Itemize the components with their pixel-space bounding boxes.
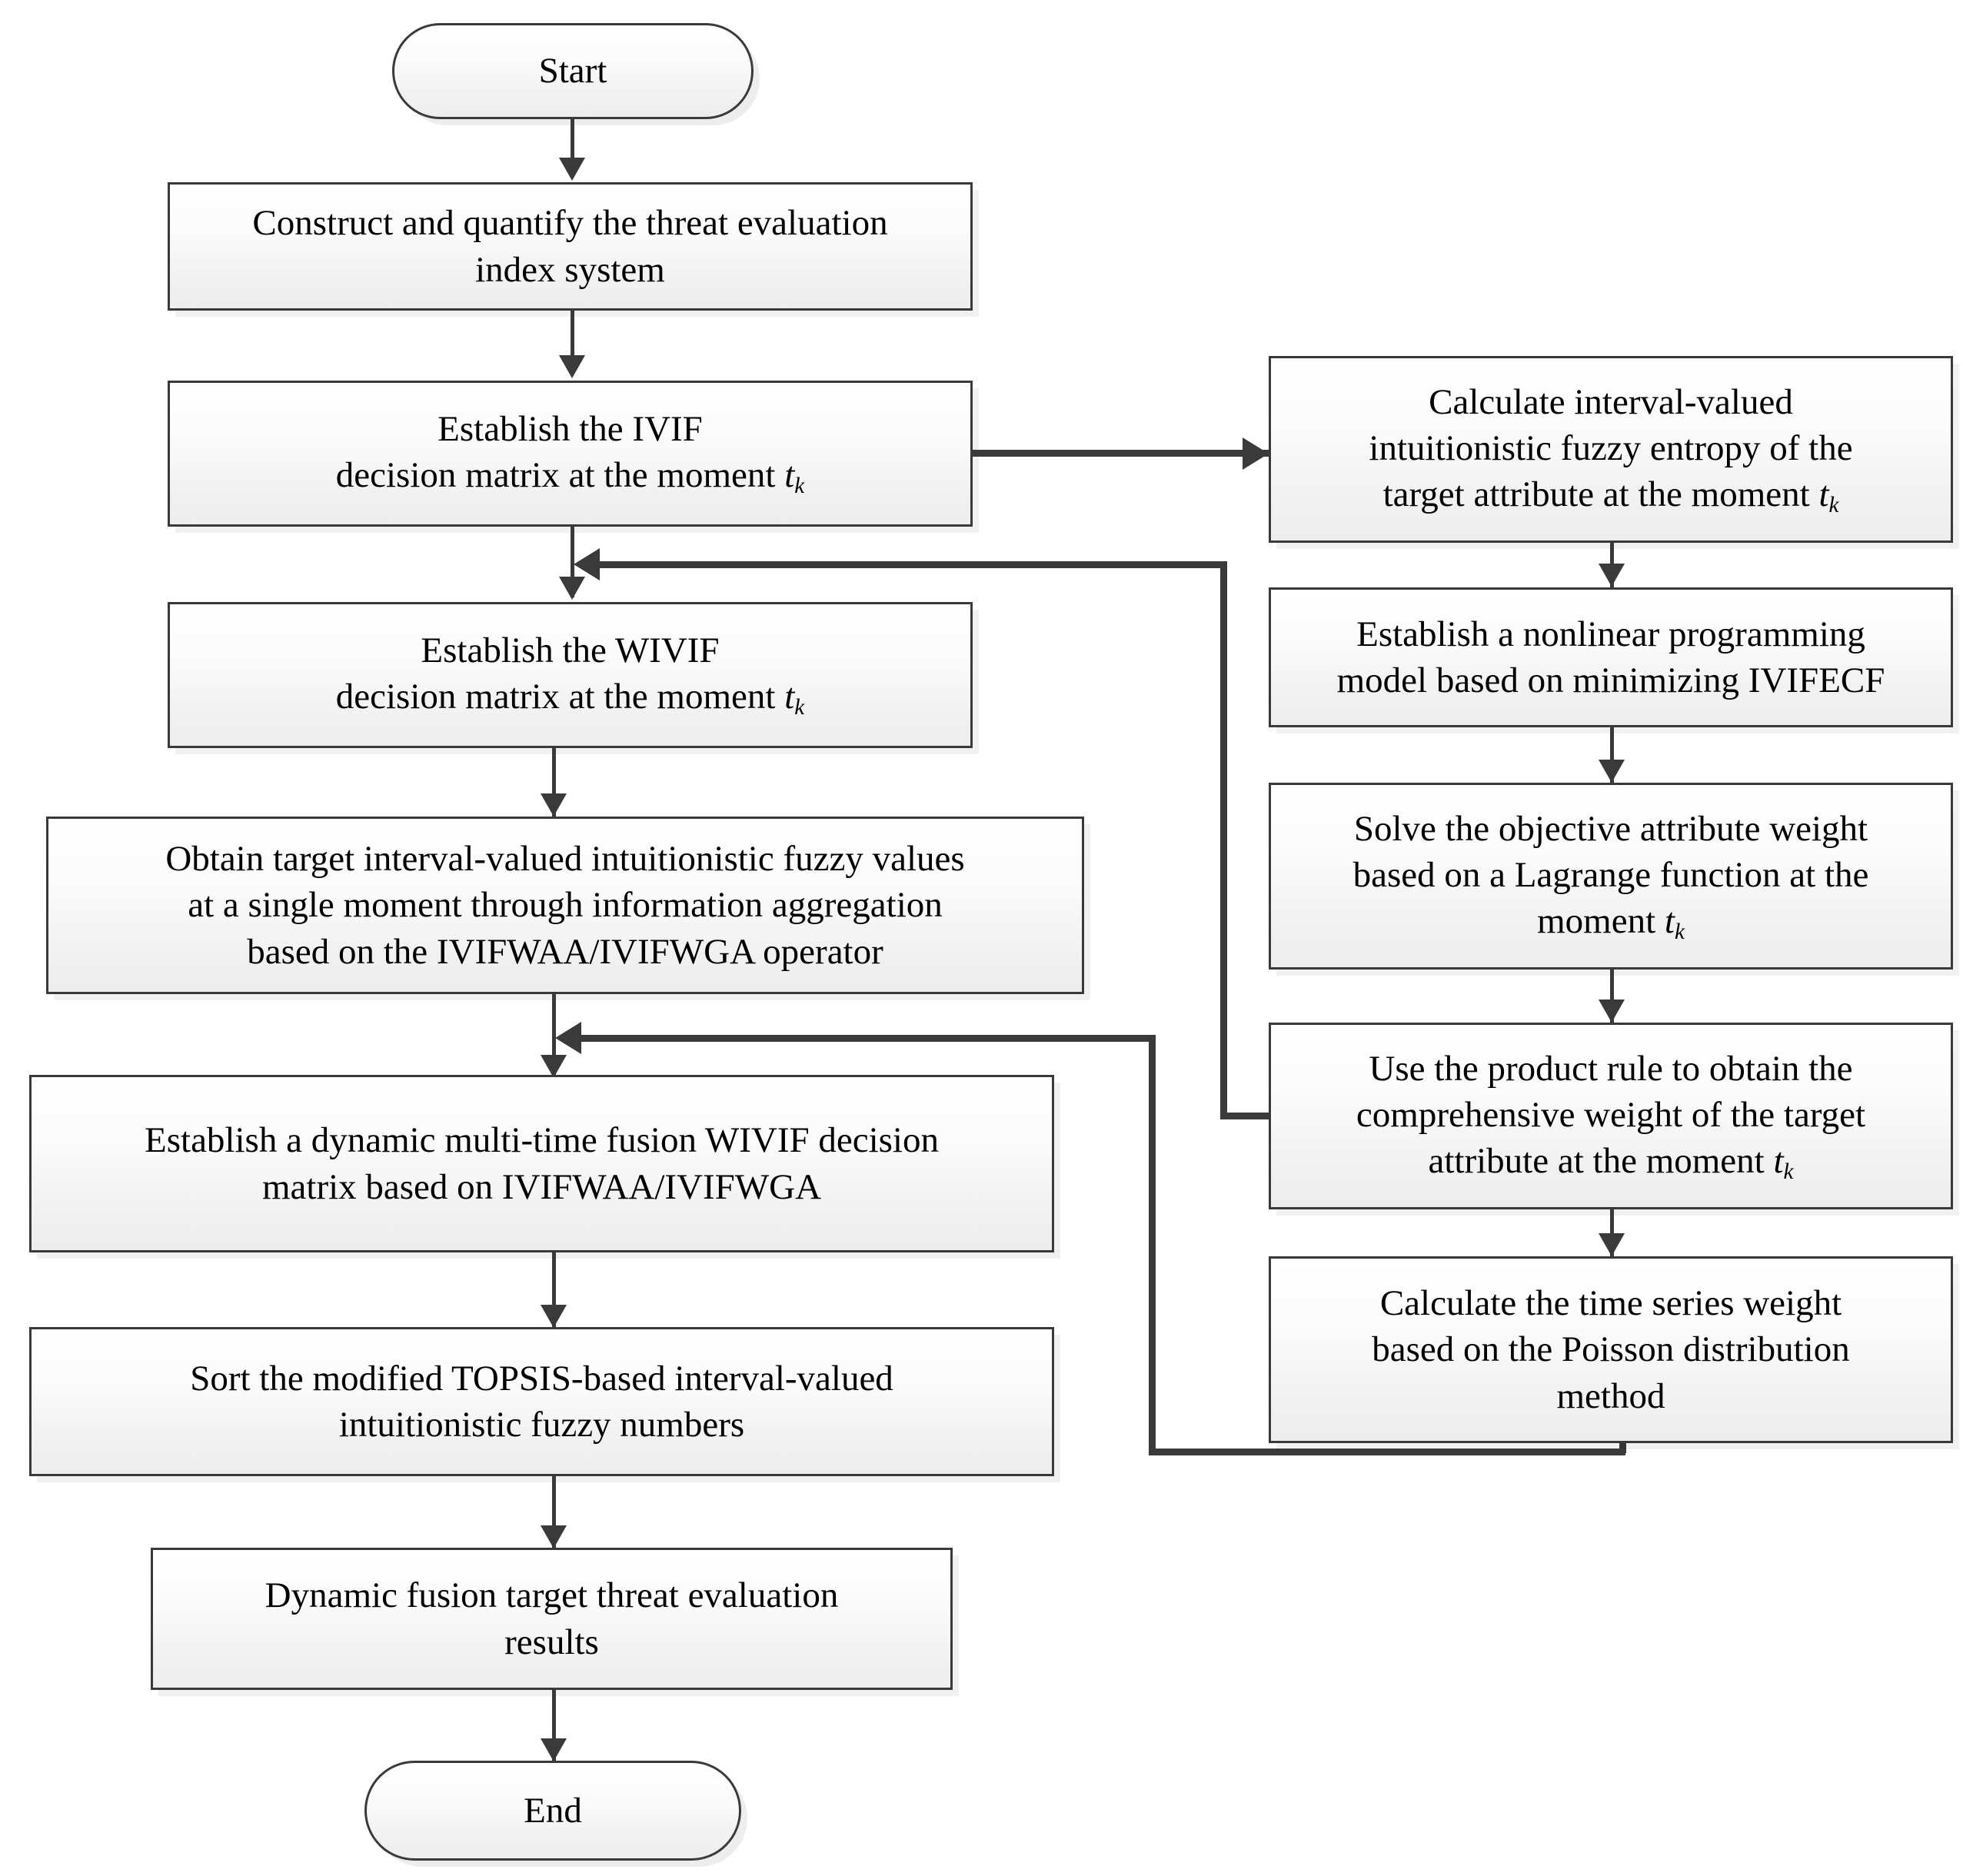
edge-results-to-end-arrowhead <box>541 1738 567 1761</box>
node-obtain-target-values-line3: based on the IVIFWAA/IVIFWGA operator <box>247 931 883 972</box>
node-product-rule-line3-prefix: attribute at the moment <box>1428 1140 1774 1181</box>
node-evaluation-results-line1: Dynamic fusion target threat evaluation <box>265 1575 839 1616</box>
node-calc-entropy-line3: target attribute at the moment tk <box>1282 471 1940 520</box>
edge-fusion-to-sort-line <box>552 1252 556 1329</box>
node-ivif-matrix[interactable]: Establish the IVIF decision matrix at th… <box>168 381 973 527</box>
edge-start-to-construct-line <box>571 119 574 159</box>
node-obtain-target-values-line1: Obtain target interval-valued intuitioni… <box>165 839 965 880</box>
edge-product-to-timeseries-arrowhead <box>1599 1233 1625 1256</box>
tk-symbol: t <box>1818 474 1829 514</box>
tk-subscript: k <box>1674 920 1685 945</box>
node-calc-entropy-line3-prefix: target attribute at the moment <box>1382 474 1819 514</box>
node-evaluation-results[interactable]: Dynamic fusion target threat evaluation … <box>151 1548 953 1690</box>
node-calc-entropy-subscript: tk <box>1818 474 1839 518</box>
node-sort-topsis[interactable]: Sort the modified TOPSIS-based interval-… <box>29 1327 1054 1476</box>
node-time-series-weight-line3: method <box>1556 1375 1665 1416</box>
node-solve-weight-line3: moment tk <box>1282 898 1940 946</box>
edge-nonlinear-to-solve-line <box>1610 727 1614 783</box>
edge-construct-to-ivif-arrowhead <box>559 355 585 378</box>
node-end[interactable]: End <box>364 1761 741 1861</box>
edge-ivif-to-entropy-arrowhead <box>1243 437 1269 470</box>
node-ivif-matrix-line1: Establish the IVIF <box>438 409 703 450</box>
node-construct-index-line1: Construct and quantify the threat evalua… <box>252 203 888 244</box>
node-construct-index[interactable]: Construct and quantify the threat evalua… <box>168 182 973 311</box>
node-start-label: Start <box>538 51 607 91</box>
edge-sort-to-results-arrowhead <box>541 1525 567 1548</box>
tk-symbol: t <box>1664 900 1675 941</box>
node-sort-topsis-line1: Sort the modified TOPSIS-based interval-… <box>190 1358 893 1399</box>
node-sort-topsis-line2: intuitionistic fuzzy numbers <box>338 1405 745 1445</box>
tk-subscript: k <box>794 474 805 499</box>
node-time-series-weight-line1: Calculate the time series weight <box>1379 1283 1842 1324</box>
edge-nonlinear-to-solve-arrowhead <box>1599 760 1625 783</box>
edge-solve-to-product-line <box>1610 970 1614 1023</box>
node-evaluation-results-line2: results <box>504 1622 599 1662</box>
node-product-rule-subscript: tk <box>1773 1140 1794 1185</box>
node-solve-weight-line2: based on a Lagrange function at the <box>1352 854 1869 895</box>
node-product-rule-line1: Use the product rule to obtain the <box>1369 1048 1853 1089</box>
edge-obtain-to-fusion-line <box>552 994 556 1079</box>
node-wivif-matrix-line2: decision matrix at the moment tk <box>181 674 960 722</box>
node-wivif-matrix-subscript: tk <box>784 677 805 720</box>
node-time-series-weight[interactable]: Calculate the time series weight based o… <box>1269 1256 1953 1443</box>
node-wivif-matrix-line1: Establish the WIVIF <box>421 630 720 671</box>
node-ivif-matrix-line2: decision matrix at the moment tk <box>181 452 960 501</box>
tk-symbol: t <box>784 455 795 496</box>
node-construct-index-line2: index system <box>475 249 665 290</box>
edge-ivif-to-entropy-line <box>973 450 1269 457</box>
node-nonlinear-model-line2: model based on minimizing IVIFECF <box>1336 660 1885 700</box>
node-dynamic-fusion-matrix[interactable]: Establish a dynamic multi-time fusion WI… <box>29 1075 1054 1252</box>
edge-results-to-end-line <box>552 1690 556 1764</box>
node-product-rule[interactable]: Use the product rule to obtain the compr… <box>1269 1023 1953 1209</box>
node-solve-weight-line3-prefix: moment <box>1537 900 1665 941</box>
edge-timeseries-to-fusion-arrowhead <box>555 1022 581 1054</box>
node-wivif-matrix-line2-prefix: decision matrix at the moment <box>335 677 785 717</box>
node-nonlinear-model[interactable]: Establish a nonlinear programming model … <box>1269 587 1953 727</box>
node-time-series-weight-line2: based on the Poisson distribution <box>1372 1329 1850 1370</box>
node-solve-weight-line1: Solve the objective attribute weight <box>1353 808 1868 849</box>
edge-ivif-to-wivif-arrowhead <box>559 577 585 600</box>
node-product-rule-line3: attribute at the moment tk <box>1282 1138 1940 1186</box>
edge-wivif-to-obtain-line <box>552 748 556 819</box>
edge-entropy-to-nonlinear-arrowhead <box>1599 564 1625 587</box>
tk-subscript: k <box>1828 493 1839 518</box>
edge-wivif-to-obtain-arrowhead <box>541 793 567 817</box>
node-solve-weight-subscript: tk <box>1664 900 1685 945</box>
tk-subscript: k <box>1783 1159 1794 1185</box>
tk-symbol: t <box>1773 1140 1784 1181</box>
edge-product-to-wivif-hline <box>597 561 1227 568</box>
edge-ivif-to-wivif-line <box>571 527 574 597</box>
node-product-rule-line2: comprehensive weight of the target <box>1356 1094 1866 1135</box>
node-end-label: End <box>524 1790 582 1831</box>
node-dynamic-fusion-matrix-line2: matrix based on IVIFWAA/IVIFWGA <box>261 1166 822 1207</box>
node-obtain-target-values[interactable]: Obtain target interval-valued intuitioni… <box>46 817 1084 994</box>
edge-timeseries-to-fusion-vline <box>1149 1035 1156 1455</box>
node-calc-entropy-line1: Calculate interval-valued <box>1429 381 1793 422</box>
tk-symbol: t <box>784 677 795 717</box>
edge-fusion-to-sort-arrowhead <box>541 1305 567 1328</box>
edge-timeseries-to-fusion-bottom <box>1149 1449 1625 1455</box>
node-dynamic-fusion-matrix-line1: Establish a dynamic multi-time fusion WI… <box>145 1120 939 1161</box>
edge-product-to-wivif-arrowhead <box>574 548 600 580</box>
edge-product-to-wivif-vline <box>1220 561 1227 1116</box>
edge-sort-to-results-line <box>552 1476 556 1550</box>
edge-obtain-to-fusion-arrowhead <box>541 1055 567 1078</box>
node-obtain-target-values-line2: at a single moment through information a… <box>188 885 943 926</box>
node-solve-weight[interactable]: Solve the objective attribute weight bas… <box>1269 783 1953 970</box>
edge-timeseries-to-fusion-hline <box>578 1035 1155 1042</box>
node-start[interactable]: Start <box>392 23 754 119</box>
edge-solve-to-product-arrowhead <box>1599 1000 1625 1023</box>
edge-product-to-wivif-stub <box>1220 1113 1282 1119</box>
tk-subscript: k <box>794 695 805 720</box>
node-nonlinear-model-line1: Establish a nonlinear programming <box>1356 614 1865 654</box>
node-calc-entropy[interactable]: Calculate interval-valued intuitionistic… <box>1269 356 1953 543</box>
edge-construct-to-ivif-line <box>571 311 574 357</box>
node-ivif-matrix-subscript: tk <box>784 455 804 498</box>
node-calc-entropy-line2: intuitionistic fuzzy entropy of the <box>1369 427 1853 468</box>
node-ivif-matrix-line2-prefix: decision matrix at the moment <box>335 455 785 496</box>
edge-start-to-construct-arrowhead <box>559 158 585 181</box>
node-wivif-matrix[interactable]: Establish the WIVIF decision matrix at t… <box>168 602 973 748</box>
